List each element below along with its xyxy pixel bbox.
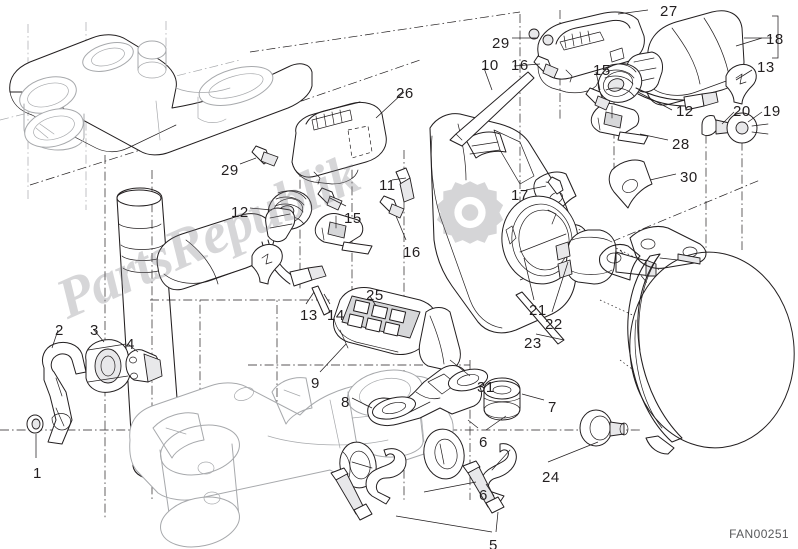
callout-number-20: 20 (733, 103, 751, 120)
callout-number-17: 17 (511, 187, 529, 204)
callout-number-26: 26 (396, 85, 414, 102)
callout-number-5: 5 (489, 537, 498, 549)
callout-number-11: 11 (379, 177, 396, 194)
callout-number-29: 29 (221, 162, 239, 179)
callout-number-12: 12 (231, 204, 249, 221)
callout-number-9: 9 (311, 375, 320, 392)
callout-number-19: 19 (763, 103, 781, 120)
callout-number-31: 31 (477, 379, 495, 396)
left-mirror-assembly (156, 101, 415, 291)
callout-number-21: 21 (529, 302, 547, 319)
callout-number-28: 28 (672, 136, 690, 153)
bulb-right (725, 63, 757, 105)
bolt-29-right (528, 28, 540, 40)
callout-number-27: 27 (660, 3, 678, 20)
screw-left-5 (330, 467, 373, 521)
screw-right-5 (462, 460, 505, 514)
upper-triple-clamp (9, 34, 313, 156)
callout-number-23: 23 (524, 335, 542, 352)
callout-number-13: 13 (300, 307, 318, 324)
callout-number-13: 13 (757, 59, 775, 76)
strip-13 (311, 285, 331, 316)
right-mirror-assembly (528, 10, 757, 145)
cover-31 (418, 307, 461, 371)
washer-left (339, 441, 377, 489)
callout-number-12: 12 (676, 103, 694, 120)
stud-11 (395, 167, 415, 203)
callout-number-24: 24 (542, 469, 560, 486)
callout-number-7: 7 (548, 399, 557, 416)
center-bottom-parts (330, 365, 521, 521)
callout-number-25: 25 (366, 287, 384, 304)
callout-number-16: 16 (403, 244, 421, 261)
washer-1 (26, 414, 44, 434)
callout-number-18: 18 (766, 31, 784, 48)
washer-right (423, 428, 465, 480)
headlight-body (579, 225, 795, 455)
grommet-7 (483, 377, 521, 421)
rod-10 (449, 71, 535, 147)
callout-number-22: 22 (545, 316, 563, 333)
callout-number-10: 10 (481, 57, 499, 74)
callout-number-16: 16 (511, 57, 529, 74)
headlight-fairing (429, 71, 657, 345)
bulb-left (251, 243, 283, 285)
instrument-panel (311, 285, 437, 355)
bolt-15-left (317, 187, 343, 211)
callout-number-3: 3 (90, 322, 99, 339)
clip-left (365, 448, 407, 505)
callout-number-6: 6 (479, 487, 488, 504)
tab-30 (608, 159, 653, 209)
bolt-29-left (251, 145, 279, 167)
callout-number-29: 29 (492, 35, 510, 52)
mirror-bracket-right (590, 103, 649, 145)
left-small-parts (26, 339, 163, 445)
callout-number-4: 4 (126, 336, 135, 353)
headlight-bulb-22 (555, 229, 657, 285)
grommet-24 (579, 409, 629, 447)
callout-number-1: 1 (33, 465, 42, 482)
callout-number-6: 6 (479, 434, 488, 451)
bolt-15-right (585, 87, 611, 111)
callout-number-30: 30 (680, 169, 698, 186)
bolt-16-left (379, 195, 405, 219)
callout-number-8: 8 (341, 394, 350, 411)
callout-number-15: 15 (593, 62, 611, 79)
leader-lines (35, 9, 779, 533)
bolt-16-right (533, 55, 559, 79)
callout-number-2: 2 (55, 322, 64, 339)
turn-signal-lamp-right (597, 63, 643, 103)
bolt-17 (547, 176, 564, 195)
drawing-part-code: FAN00251 (729, 527, 789, 541)
callout-number-15: 15 (344, 210, 362, 227)
callout-number-14: 14 (327, 307, 345, 324)
mirror-bracket-left (314, 213, 373, 255)
